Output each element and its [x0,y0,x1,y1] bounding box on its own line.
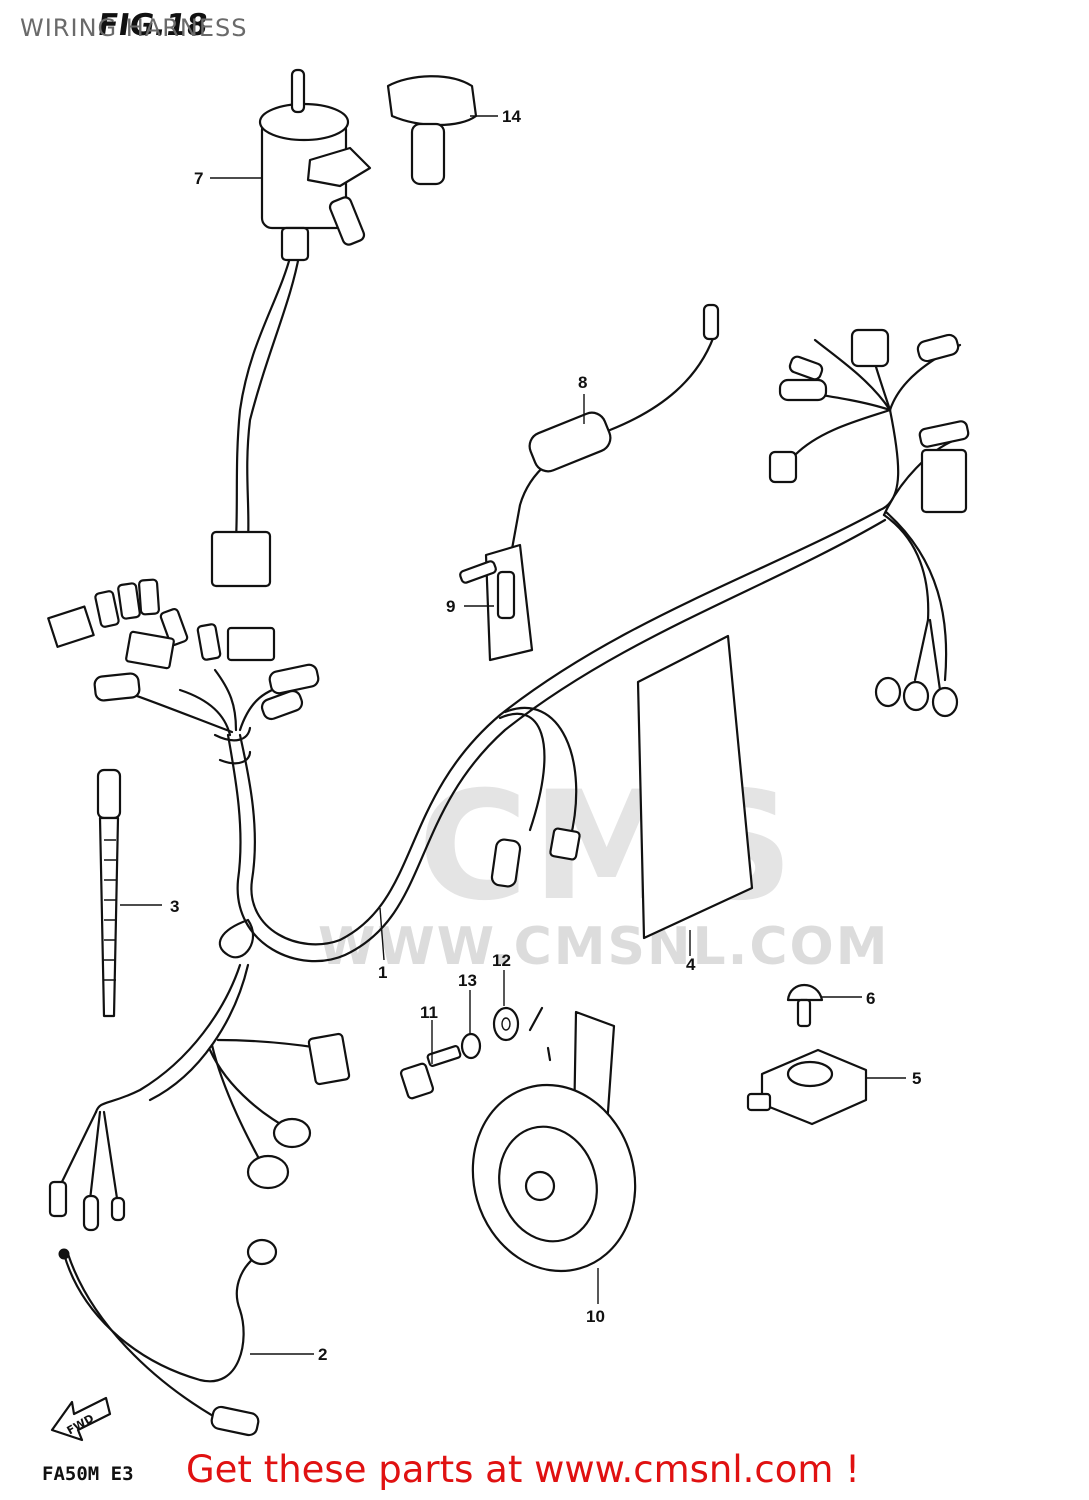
fwd-arrow-icon [50,1396,112,1442]
callout-12: 12 [492,951,511,970]
leader-lines [120,115,906,1355]
callout-1: 1 [378,963,387,982]
callout-13: 13 [458,971,477,990]
callout-5: 5 [912,1069,921,1088]
callout-4: 4 [686,955,696,974]
screw [786,984,824,1028]
cable-tie [96,768,122,1018]
cover-plate [636,634,754,940]
key [386,75,478,186]
callout-11: 11 [420,1003,438,1022]
callout-3: 3 [170,897,179,916]
relay [746,1048,868,1126]
callout-9: 9 [446,597,455,616]
fuse [459,543,534,662]
fuse-holder [508,303,720,562]
main-harness [47,328,970,1232]
horn [471,1006,637,1273]
callout-6: 6 [866,989,875,1008]
page-title: WIRING HARNESS [20,14,248,42]
callout-7: 7 [194,169,203,188]
bolt-and-washers [399,1006,520,1100]
callout-8: 8 [578,373,587,392]
callout-10: 10 [586,1307,605,1326]
ground-lead [58,1238,278,1437]
callout-labels: 7 14 8 9 3 1 4 6 5 11 13 12 10 2 [170,107,921,1364]
callout-2: 2 [318,1345,327,1364]
ignition-switch [210,68,372,588]
watermark-url: WWW.CMSNL.COM [318,917,890,977]
model-code: FA50M E3 [42,1463,134,1485]
promo-link[interactable]: Get these parts at www.cmsnl.com ! [186,1448,861,1491]
callout-14: 14 [502,107,521,126]
